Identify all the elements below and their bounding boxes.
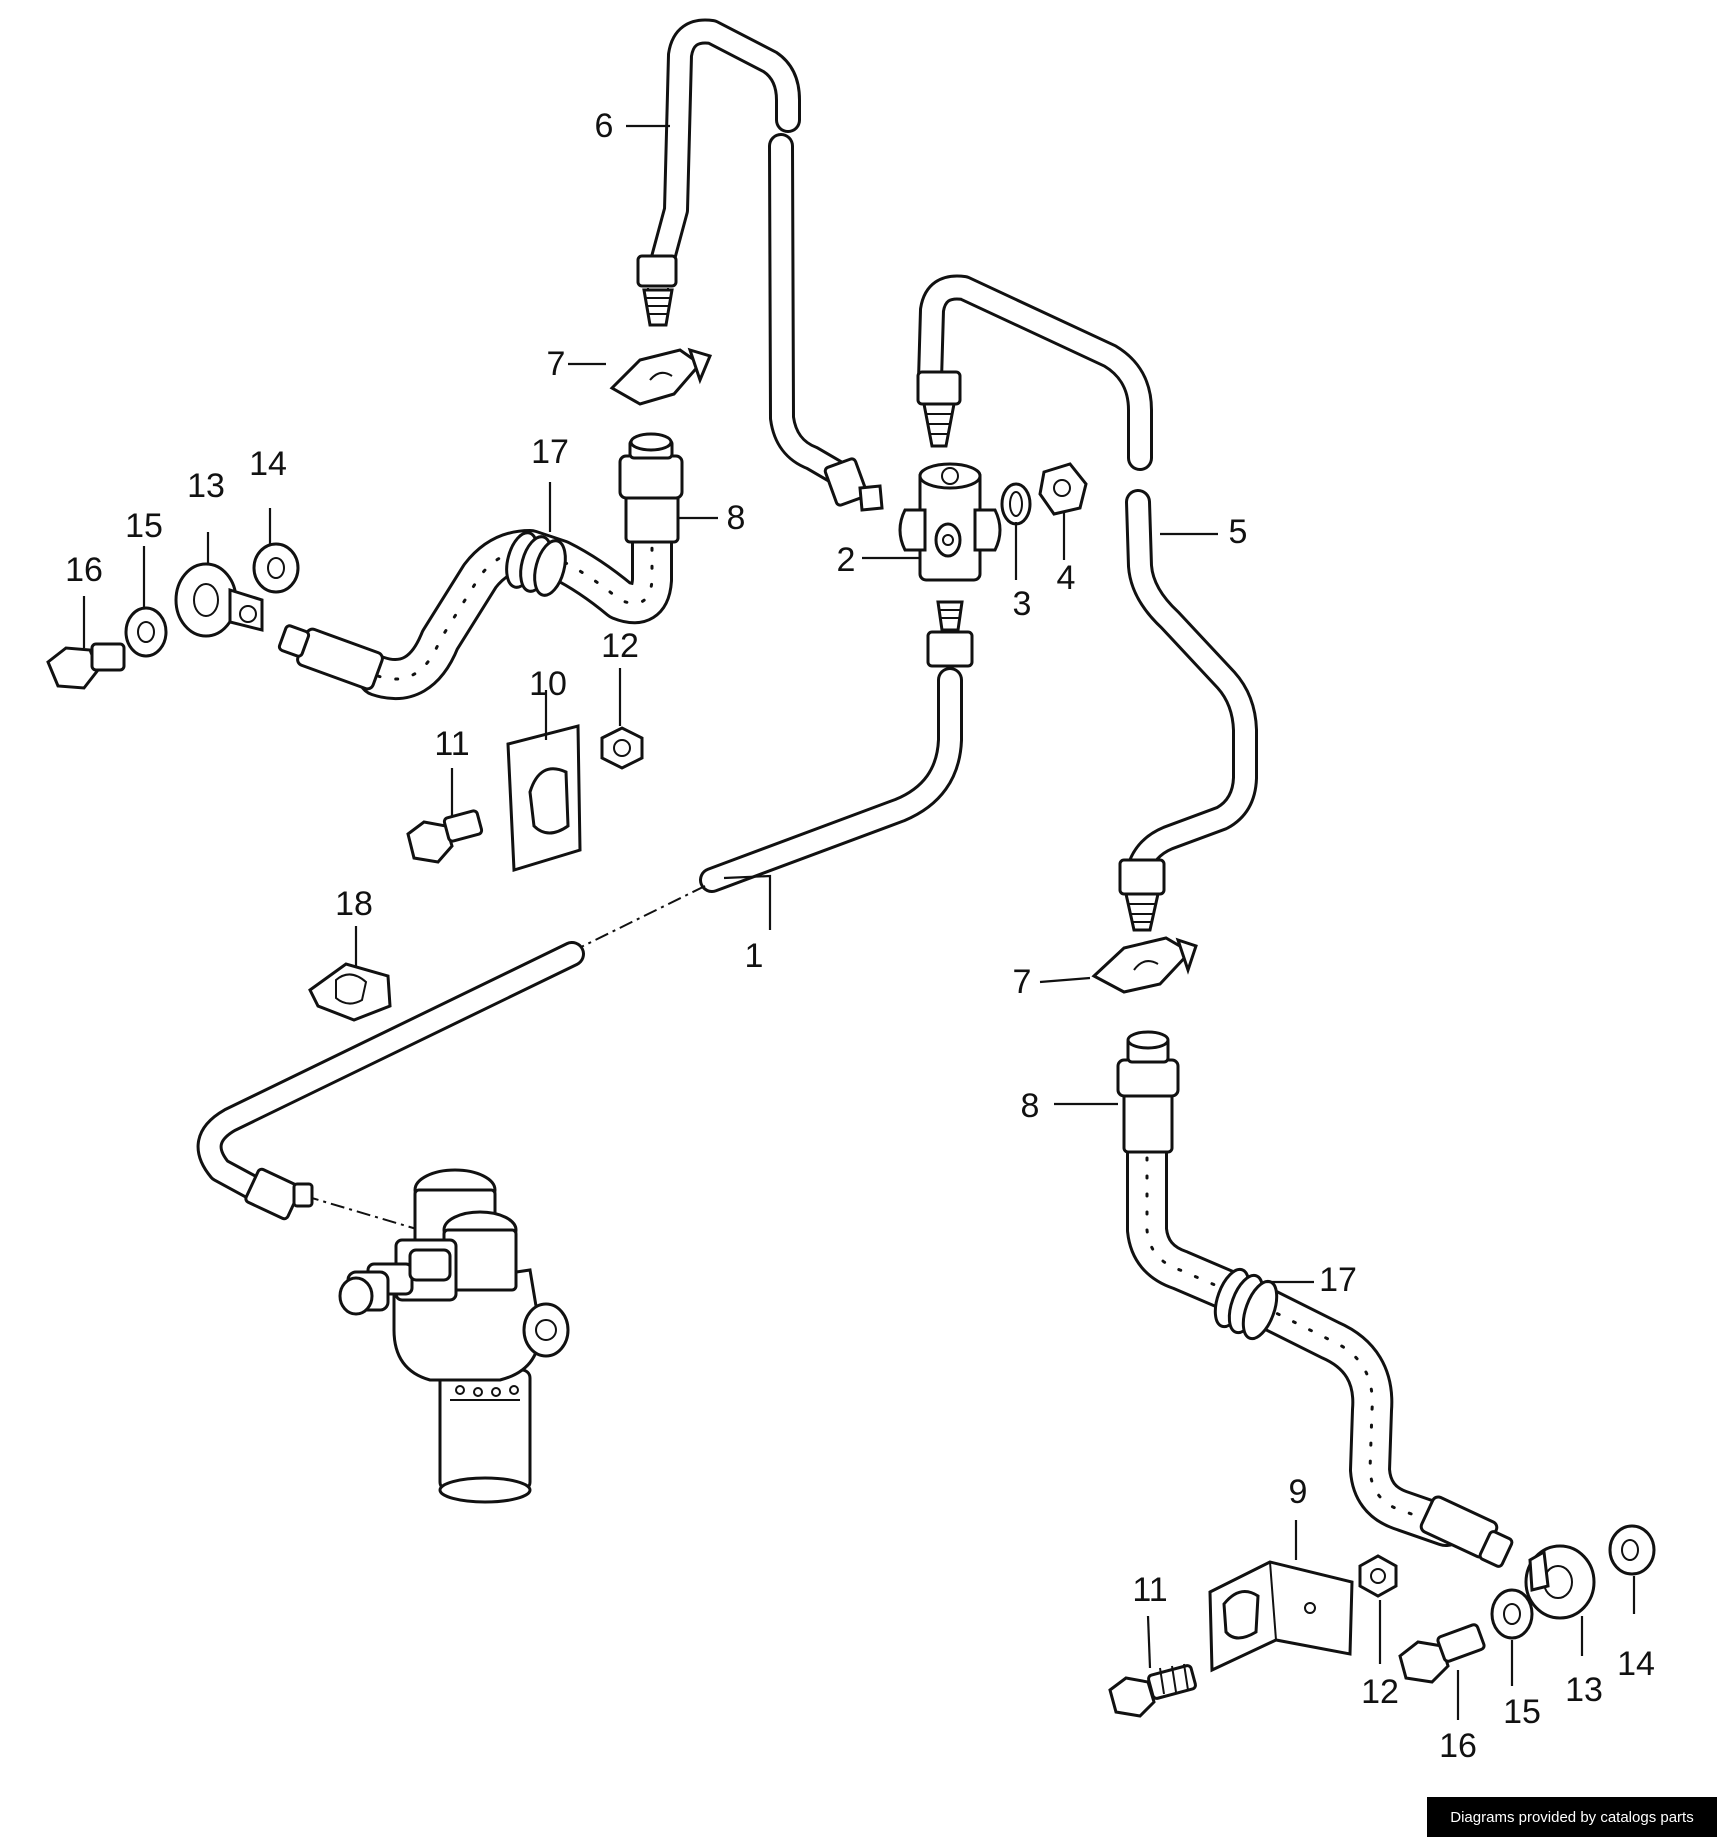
callout-3: 3 <box>1013 585 1032 623</box>
clip-18 <box>308 962 392 1022</box>
brake-line-6 <box>649 18 849 485</box>
tube-nut-6 <box>636 254 678 327</box>
brake-hose-lower <box>1126 1119 1467 1547</box>
hose-end-lower <box>1419 1495 1514 1568</box>
callout-16-upper: 16 <box>65 551 103 589</box>
washer-15-lower <box>1490 1588 1534 1640</box>
callout-12-upper: 12 <box>601 627 639 665</box>
callout-15-upper: 15 <box>125 507 163 545</box>
callout-17-lower: 17 <box>1319 1261 1357 1299</box>
tube-nut-1 <box>926 600 974 668</box>
callout-4: 4 <box>1057 559 1076 597</box>
callout-13-upper: 13 <box>187 467 225 505</box>
callout-15-lower: 15 <box>1503 1693 1541 1731</box>
banjo-bolt-16-upper <box>46 642 126 690</box>
hex-nut-12-lower <box>1358 1554 1398 1598</box>
hex-nut-4 <box>1038 462 1088 516</box>
callout-7-lower: 7 <box>1013 963 1032 1001</box>
sealing-ring <box>1000 482 1032 526</box>
bolt-11-lower <box>1108 1663 1197 1718</box>
washer-15-upper <box>124 606 168 658</box>
callout-11-upper: 11 <box>434 725 469 763</box>
callout-16-lower: 16 <box>1439 1727 1477 1765</box>
callout-18: 18 <box>335 885 373 923</box>
callout-11-lower: 11 <box>1132 1571 1167 1609</box>
callout-8-upper: 8 <box>727 499 746 537</box>
brake-distributor <box>898 462 1002 582</box>
callout-9: 9 <box>1289 1473 1308 1511</box>
hex-nut-12-upper <box>600 726 644 770</box>
callout-13-lower: 13 <box>1565 1671 1603 1709</box>
tube-nut-5b <box>1118 858 1166 932</box>
hose-end-upper <box>277 624 384 691</box>
bracket-9 <box>1208 1560 1354 1673</box>
clip-7-upper <box>609 347 713 406</box>
callout-2: 2 <box>837 541 856 579</box>
diagram-credit-badge: Diagrams provided by catalogs parts <box>1427 1797 1717 1837</box>
callout-14-lower: 14 <box>1617 1645 1655 1683</box>
callout-10: 10 <box>529 665 567 703</box>
banjo-fitting-13-lower <box>1524 1544 1596 1620</box>
bracket-10 <box>506 724 582 872</box>
callout-14-upper: 14 <box>249 445 287 483</box>
clip-7-lower <box>1091 936 1198 994</box>
callout-5: 5 <box>1229 513 1248 551</box>
washer-14-upper <box>252 542 300 594</box>
callout-6: 6 <box>595 107 614 145</box>
bolt-11-upper <box>406 809 484 864</box>
callout-17-upper: 17 <box>531 433 569 471</box>
washer-14-lower <box>1608 1524 1656 1576</box>
callout-8-lower: 8 <box>1021 1087 1040 1125</box>
banjo-bolt-16-lower <box>1398 1623 1486 1684</box>
callout-7-upper: 7 <box>547 345 566 383</box>
tube-nut-1b <box>244 1167 314 1221</box>
brake-line-5 <box>917 274 1258 885</box>
callout-1: 1 <box>745 937 764 975</box>
tube-nut-6b <box>823 457 884 512</box>
tube-nut-5 <box>916 370 962 448</box>
brake-line-1 <box>196 667 963 1231</box>
leader-lines <box>82 124 1636 1720</box>
brake-pressure-regulator <box>338 1168 570 1504</box>
hose-fitting-8-lower <box>1116 1030 1180 1154</box>
grommet-17-upper <box>505 531 567 597</box>
callout-12-lower: 12 <box>1361 1673 1399 1711</box>
banjo-fitting-13-upper <box>174 562 264 638</box>
hose-fitting-8-upper <box>618 432 684 544</box>
